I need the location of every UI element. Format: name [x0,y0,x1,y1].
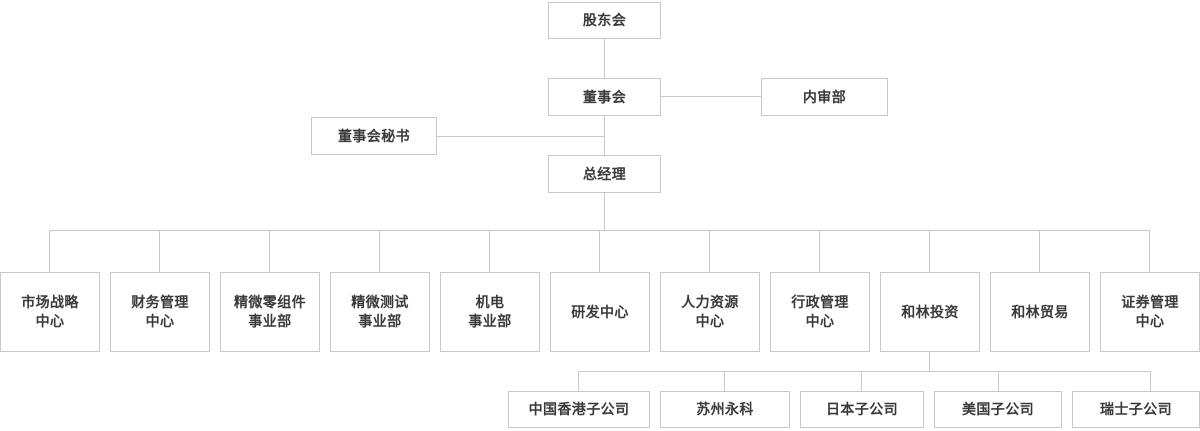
node-usa-subsidiary[interactable]: 美国子公司 [934,391,1062,428]
connector-shareholders-to-board [604,39,605,78]
connector-drop-dept-5 [489,230,490,272]
connector-drop-sub-2 [724,371,725,391]
connector-drop-dept-2 [159,230,160,272]
connector-board-to-internal-audit [661,96,761,97]
node-general-manager[interactable]: 总经理 [548,155,661,193]
node-administration-center[interactable]: 行政管理 中心 [770,272,870,352]
connector-drop-dept-6 [599,230,600,272]
node-switzerland-subsidiary[interactable]: 瑞士子公司 [1072,391,1200,428]
node-precision-components-division[interactable]: 精微零组件 事业部 [220,272,320,352]
node-electromechanical-division[interactable]: 机电 事业部 [440,272,540,352]
node-securities-management-center[interactable]: 证券管理 中心 [1100,272,1200,352]
connector-drop-sub-5 [1150,371,1151,391]
node-finance-management-center[interactable]: 财务管理 中心 [110,272,210,352]
connector-drop-sub-3 [861,371,862,391]
node-precision-testing-division[interactable]: 精微测试 事业部 [330,272,430,352]
subsidiaries-distribution-bar [578,371,1151,372]
connector-drop-dept-11 [1149,230,1150,272]
node-hr-center[interactable]: 人力资源 中心 [660,272,760,352]
node-helin-trade[interactable]: 和林贸易 [990,272,1090,352]
node-rd-center[interactable]: 研发中心 [550,272,650,352]
connector-drop-dept-10 [1039,230,1040,272]
node-board-secretary[interactable]: 董事会秘书 [311,117,437,155]
connector-drop-sub-1 [578,371,579,391]
node-market-strategy-center[interactable]: 市场战略 中心 [0,272,100,352]
connector-drop-sub-4 [998,371,999,391]
connector-board-secretary-to-spine [437,136,604,137]
connector-helin-investment-to-subsidiaries [929,352,930,371]
node-japan-subsidiary[interactable]: 日本子公司 [800,391,924,428]
connector-general-manager-to-departments [604,193,605,231]
connector-board-to-general-manager [604,116,605,155]
node-suzhou-yongke[interactable]: 苏州永科 [660,391,790,428]
connector-drop-dept-8 [819,230,820,272]
connector-drop-dept-7 [709,230,710,272]
node-shareholders[interactable]: 股东会 [548,2,661,39]
node-hongkong-subsidiary[interactable]: 中国香港子公司 [508,391,650,428]
node-helin-investment[interactable]: 和林投资 [880,272,980,352]
connector-drop-dept-4 [379,230,380,272]
connector-drop-dept-1 [49,230,50,272]
connector-drop-dept-3 [269,230,270,272]
node-internal-audit[interactable]: 内审部 [761,78,888,116]
connector-drop-dept-9 [929,230,930,272]
node-board-of-directors[interactable]: 董事会 [548,78,661,116]
